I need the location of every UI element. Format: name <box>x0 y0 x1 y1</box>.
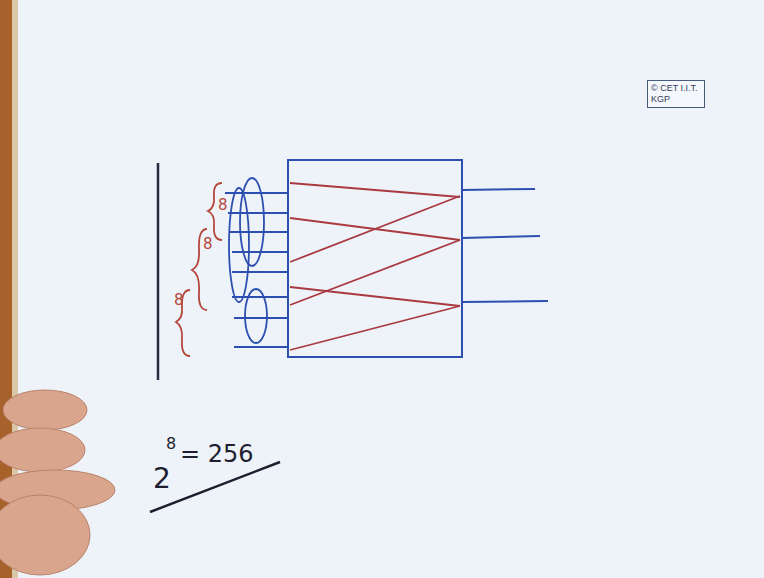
formula-exponent: 8 <box>166 436 176 452</box>
formula-base: 2 <box>153 465 171 493</box>
vertical-bar <box>157 163 160 380</box>
input-lines <box>225 193 288 347</box>
copyright-text: © CET I.I.T. KGP <box>651 83 701 105</box>
output-lines <box>462 189 548 302</box>
brace-count: 8 <box>174 293 184 308</box>
multiplexer-box <box>288 160 462 357</box>
formula-result: = 256 <box>180 442 254 466</box>
internal-connections <box>290 183 460 350</box>
brace-count: 8 <box>203 237 213 252</box>
copyright-box: © CET I.I.T. KGP <box>647 80 705 108</box>
hand <box>0 390 115 575</box>
braces <box>176 183 222 356</box>
grouping-ovals <box>229 178 267 343</box>
underline <box>150 462 280 512</box>
brace-count: 8 <box>218 198 228 213</box>
